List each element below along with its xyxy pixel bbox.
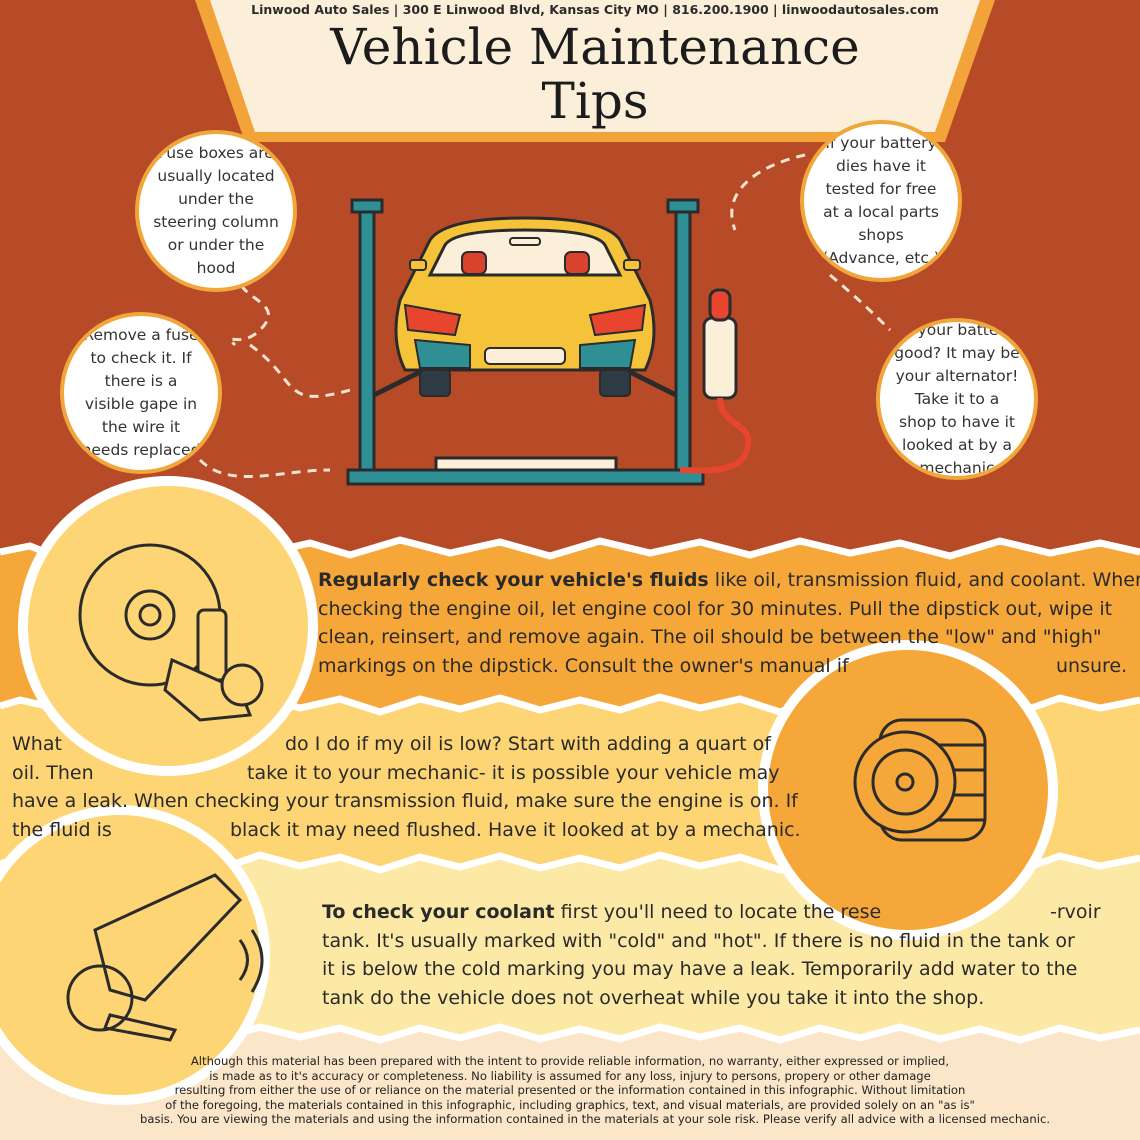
low-oil-line-4b: black it may need flushed. Have it looke… <box>230 818 801 841</box>
brake-disc-illustration <box>78 543 264 722</box>
car-key-illustration <box>66 873 264 1042</box>
tires-illustration <box>853 718 987 842</box>
disclaimer: Although this material has been prepared… <box>140 1054 1051 1127</box>
tip-bubble-battery-test: If your battery dies have it tested for … <box>800 120 962 282</box>
low-oil-line-4a: the fluid is <box>12 818 112 841</box>
fluids-line-3: clean, reinsert, and remove again. The o… <box>318 626 1102 648</box>
coolant-line-4: tank do the vehicle does not overheat wh… <box>322 986 985 1009</box>
page-title: Vehicle Maintenance Tips <box>200 20 990 128</box>
tip-fuse-check-text: Remove a fuse to check it. If there is a… <box>81 326 201 459</box>
footer-band <box>0 1027 1140 1140</box>
fluids-line-1: like oil, transmission fluid, and coolan… <box>708 569 1140 591</box>
fluids-line-4a: markings on the dipstick. Consult the ow… <box>318 654 849 677</box>
disclaimer-line-3: resulting from either the use of or reli… <box>174 1083 966 1098</box>
low-oil-section: What do I do if my oil is low? Start wit… <box>12 730 822 844</box>
tip-battery-test-text: If your battery dies have it tested for … <box>822 134 940 267</box>
low-oil-line-1b: do I do if my oil is low? Start with add… <box>285 733 771 755</box>
low-oil-line-1a: What <box>12 733 62 755</box>
coolant-line-2: tank. It's usually marked with "cold" an… <box>322 929 1075 952</box>
coolant-section: To check your coolant first you'll need … <box>322 898 1134 1012</box>
coolant-line-1: first you'll need to locate the rese <box>554 901 882 923</box>
dealer-info: Linwood Auto Sales | 300 E Linwood Blvd,… <box>251 2 939 17</box>
title-line-2: Tips <box>541 72 649 130</box>
disclaimer-line-2: is made as to it's accuracy or completen… <box>209 1068 931 1083</box>
coolant-heading: To check your coolant <box>322 901 555 923</box>
disclaimer-line-4: of the foregoing, the materials containe… <box>165 1097 975 1112</box>
disclaimer-line-1: Although this material has been prepared… <box>190 1054 950 1068</box>
fluids-heading: Regularly check your vehicle's fluids <box>318 569 709 591</box>
fluids-line-2: checking the engine oil, let engine cool… <box>318 597 1113 620</box>
low-oil-line-3: have a leak. When checking your transmis… <box>12 790 798 812</box>
coolant-line-3: it is below the cold marking you may hav… <box>322 958 1078 980</box>
car-lift-illustration <box>346 198 752 486</box>
tip-fuse-location-text: Fuse boxes are usually located under the… <box>153 144 279 277</box>
tip-bubble-fuse-location: Fuse boxes are usually located under the… <box>135 130 297 292</box>
low-oil-line-2b: take it to your mechanic- it is possible… <box>247 761 780 784</box>
fluids-line-4b: unsure. <box>1056 654 1128 677</box>
title-line-1: Vehicle Maintenance <box>330 18 860 76</box>
tip-bubble-alternator: Is your battery good? It may be your alt… <box>876 318 1038 480</box>
coolant-line-1b: -rvoir <box>1050 901 1101 923</box>
tip-bubble-fuse-check: Remove a fuse to check it. If there is a… <box>60 312 222 474</box>
disclaimer-line-5: basis. You are viewing the materials and… <box>140 1112 1051 1127</box>
tip-alternator-text: Is your battery good? It may be your alt… <box>894 320 1020 477</box>
low-oil-line-2a: oil. Then <box>12 761 94 784</box>
fluids-section: Regularly check your vehicle's fluids li… <box>318 566 1140 680</box>
